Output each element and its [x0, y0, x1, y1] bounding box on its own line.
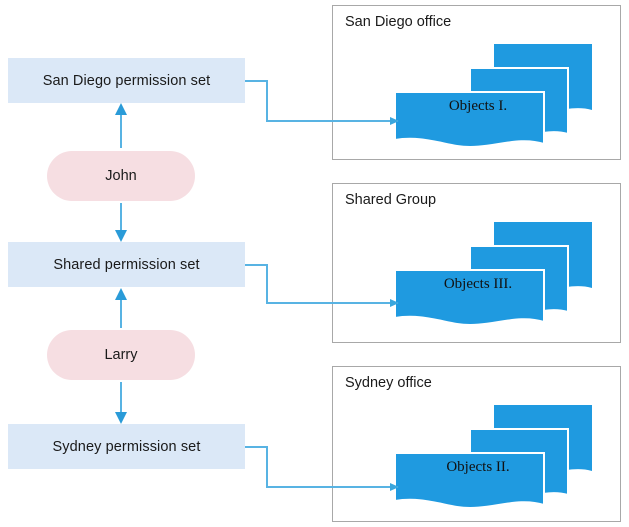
permission-set-label: Shared permission set	[53, 256, 200, 273]
permission-set-box-shared[interactable]: Shared permission set	[8, 242, 245, 287]
link-john-to-san-diego	[115, 103, 127, 148]
user-label: Larry	[104, 347, 138, 363]
objects-label: Objects II.	[446, 459, 510, 475]
permission-set-box-san-diego[interactable]: San Diego permission set	[8, 58, 245, 103]
office-panel-sydney: Sydney office Objects II.	[332, 366, 621, 522]
office-panel-title: Sydney office	[345, 375, 432, 391]
user-pill-larry[interactable]: Larry	[47, 330, 195, 380]
link-larry-to-shared	[115, 288, 127, 328]
document-stack-icon: Objects III.	[394, 222, 615, 327]
document-stack-icon: Objects I.	[394, 44, 615, 149]
objects-label: Objects I.	[448, 98, 508, 114]
link-larry-to-sydney	[115, 382, 127, 424]
link-john-to-shared	[115, 203, 127, 242]
document-stack-icon: Objects II.	[394, 405, 615, 510]
permission-set-label: San Diego permission set	[42, 72, 211, 89]
permission-set-box-sydney[interactable]: Sydney permission set	[8, 424, 245, 469]
office-panel-san-diego: San Diego office Objects I.	[332, 5, 621, 160]
office-panel-title: San Diego office	[345, 14, 452, 30]
office-panel-title: Shared Group	[345, 192, 437, 208]
user-label: John	[105, 168, 137, 184]
office-panel-shared-group: Shared Group Objects III.	[332, 183, 621, 343]
objects-label: Objects III.	[443, 276, 513, 292]
permission-set-label: Sydney permission set	[52, 438, 201, 455]
user-pill-john[interactable]: John	[47, 151, 195, 201]
